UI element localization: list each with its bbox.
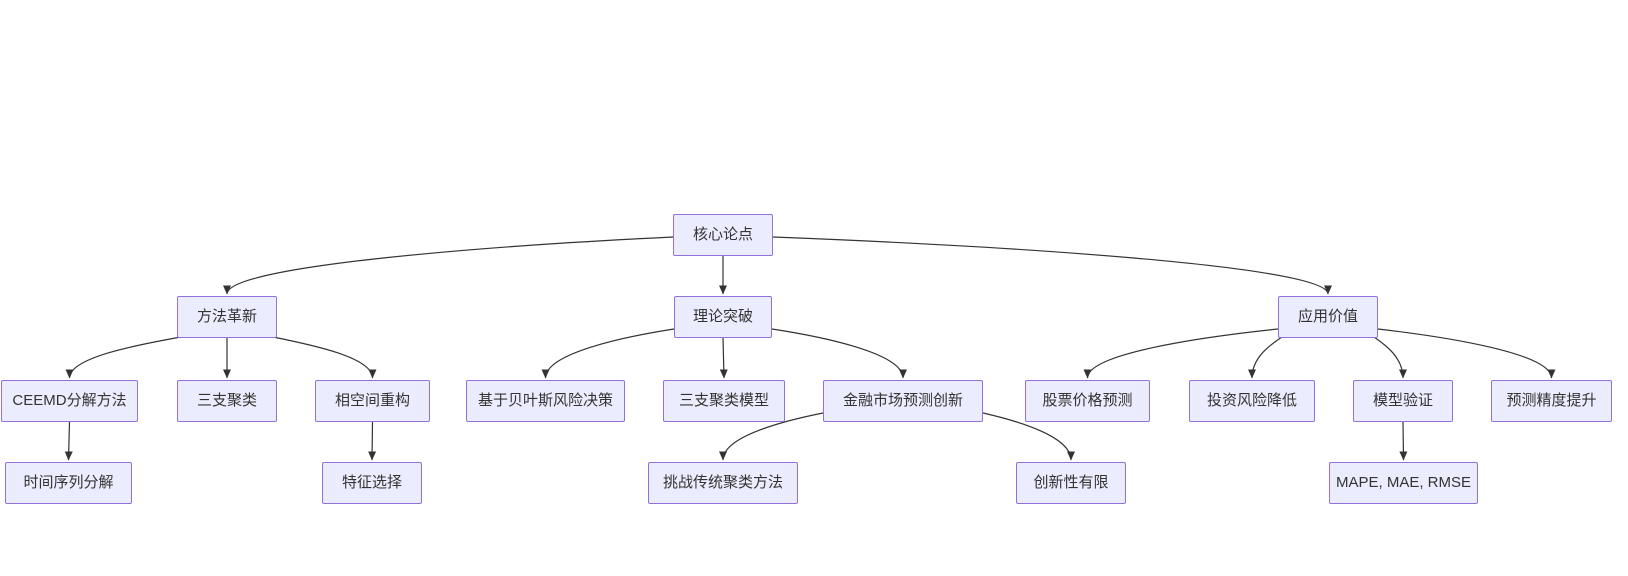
node-label: 核心论点 bbox=[692, 226, 753, 243]
node-label: CEEMD分解方法 bbox=[12, 392, 127, 409]
node-phase-space: 相空间重构 bbox=[315, 380, 430, 422]
edge-application-to-risk bbox=[1247, 336, 1283, 379]
node-label: 金融市场预测创新 bbox=[842, 392, 963, 409]
node-metrics: MAPE, MAE, RMSE bbox=[1329, 462, 1478, 504]
node-label: MAPE, MAE, RMSE bbox=[1335, 474, 1472, 491]
node-label: 特征选择 bbox=[341, 474, 402, 491]
node-validation: 模型验证 bbox=[1353, 380, 1453, 422]
edge-application-to-validation bbox=[1373, 336, 1408, 379]
edge-ceemd-to-time-series bbox=[64, 421, 73, 461]
edge-application-to-accuracy bbox=[1377, 328, 1556, 379]
node-label: 时间序列分解 bbox=[23, 474, 114, 491]
edge-method-to-phase-space bbox=[272, 336, 377, 379]
edge-theory-to-bayes bbox=[541, 328, 675, 379]
node-challenge: 挑战传统聚类方法 bbox=[648, 462, 798, 504]
edge-theory-to-three-way-model bbox=[719, 337, 728, 379]
node-feature: 特征选择 bbox=[322, 462, 422, 504]
node-label: 理论突破 bbox=[692, 308, 753, 325]
node-three-way: 三支聚类 bbox=[177, 380, 277, 422]
node-finance: 金融市场预测创新 bbox=[823, 380, 983, 422]
edge-application-to-stock bbox=[1083, 328, 1279, 379]
node-label: 创新性有限 bbox=[1033, 474, 1109, 491]
node-label: 挑战传统聚类方法 bbox=[662, 474, 783, 491]
node-method: 方法革新 bbox=[177, 296, 277, 338]
node-time-series: 时间序列分解 bbox=[5, 462, 132, 504]
node-bayes: 基于贝叶斯风险决策 bbox=[466, 380, 625, 422]
node-label: 预测精度提升 bbox=[1506, 392, 1597, 409]
edge-core-to-application bbox=[772, 236, 1332, 295]
node-limited: 创新性有限 bbox=[1016, 462, 1126, 504]
edge-theory-to-finance bbox=[771, 328, 908, 379]
node-application: 应用价值 bbox=[1278, 296, 1378, 338]
node-label: 三支聚类模型 bbox=[678, 392, 769, 409]
node-label: 相空间重构 bbox=[334, 392, 410, 409]
node-core: 核心论点 bbox=[673, 214, 773, 256]
node-label: 股票价格预测 bbox=[1042, 392, 1133, 409]
edge-validation-to-metrics bbox=[1399, 421, 1408, 461]
node-ceemd: CEEMD分解方法 bbox=[1, 380, 138, 422]
node-risk: 投资风险降低 bbox=[1189, 380, 1315, 422]
node-label: 投资风险降低 bbox=[1206, 392, 1297, 409]
edge-method-to-ceemd bbox=[65, 336, 182, 379]
edge-phase-space-to-feature bbox=[368, 421, 377, 461]
edge-core-to-method bbox=[223, 236, 674, 295]
node-label: 应用价值 bbox=[1297, 308, 1358, 325]
node-label: 模型验证 bbox=[1372, 392, 1433, 409]
node-label: 三支聚类 bbox=[196, 392, 257, 409]
node-accuracy: 预测精度提升 bbox=[1491, 380, 1612, 422]
node-label: 基于贝叶斯风险决策 bbox=[477, 392, 613, 409]
node-theory: 理论突破 bbox=[674, 296, 772, 338]
node-stock: 股票价格预测 bbox=[1025, 380, 1150, 422]
node-label: 方法革新 bbox=[196, 308, 257, 325]
node-three-way-model: 三支聚类模型 bbox=[663, 380, 785, 422]
